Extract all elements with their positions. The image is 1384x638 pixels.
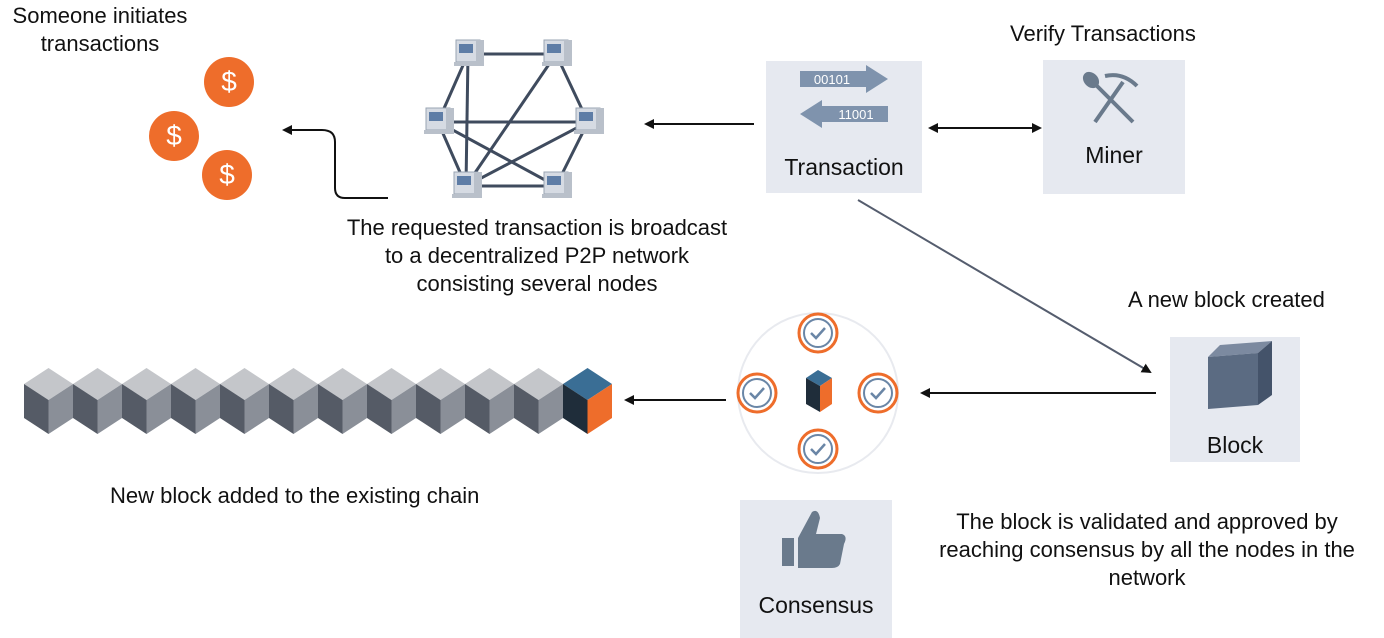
- transaction-label: Transaction: [784, 154, 904, 180]
- initiates-label: Someone initiates transactions: [12, 3, 188, 56]
- chain-block-cube: [220, 368, 269, 434]
- transaction-arrows-icon: 00101 11001: [800, 65, 888, 128]
- dollar-coin-icon: $: [149, 111, 199, 161]
- cube-icon: [1208, 341, 1272, 409]
- chain-block-cube: [269, 368, 318, 434]
- chain-block-cube: [465, 368, 514, 434]
- new-block-created-label: A new block created: [1128, 287, 1325, 312]
- network-links: [436, 52, 590, 188]
- chain-block-cube: [318, 368, 367, 434]
- pickaxe-shovel-icon: [1082, 71, 1139, 124]
- check-icon: [797, 312, 839, 354]
- broadcast-label: The requested transaction is broadcast t…: [346, 215, 728, 296]
- check-icon: [797, 428, 839, 470]
- consensus-cube-icon: [806, 370, 832, 412]
- verify-transactions-label: Verify Transactions: [1010, 21, 1196, 46]
- chain-block-cube: [416, 368, 465, 434]
- chain-block-cube: [122, 368, 171, 434]
- chain-added-label: New block added to the existing chain: [110, 483, 480, 508]
- miner-label: Miner: [1085, 142, 1143, 168]
- chain-block-cube: [73, 368, 122, 434]
- check-icon: [857, 372, 899, 414]
- computer-icon: [573, 107, 605, 135]
- new-block-cube: [563, 368, 612, 434]
- block-label: Block: [1206, 432, 1264, 458]
- dollar-coin-icon: $: [204, 57, 254, 107]
- chain-block-cube: [24, 368, 73, 434]
- bits-bottom: 11001: [838, 107, 873, 122]
- computer-icon: [423, 107, 455, 135]
- p2p-network: [423, 39, 605, 199]
- miner-box: Miner: [1043, 60, 1185, 194]
- chain-block-cube: [514, 368, 563, 434]
- blockchain: [24, 368, 612, 434]
- transaction-box: 00101 11001 Transaction: [766, 61, 922, 193]
- block-box: Block: [1170, 337, 1300, 462]
- consensus-cluster: [736, 312, 899, 474]
- bits-top: 00101: [814, 72, 850, 87]
- validated-label: The block is validated and approved by r…: [939, 509, 1355, 590]
- computer-icon: [541, 171, 573, 199]
- arrow-transaction-to-block: [857, 199, 1152, 374]
- chain-block-cube: [171, 368, 220, 434]
- computer-icon: [541, 39, 573, 67]
- consensus-box: Consensus: [740, 500, 892, 638]
- dollar-coin-icon: $: [202, 150, 252, 200]
- thumbs-up-icon: [782, 510, 846, 568]
- computer-icon: [451, 171, 483, 199]
- arrow-to-coins: [282, 125, 388, 199]
- chain-block-cube: [367, 368, 416, 434]
- consensus-label: Consensus: [758, 592, 874, 618]
- computer-icon: [453, 39, 485, 67]
- check-icon: [736, 372, 778, 414]
